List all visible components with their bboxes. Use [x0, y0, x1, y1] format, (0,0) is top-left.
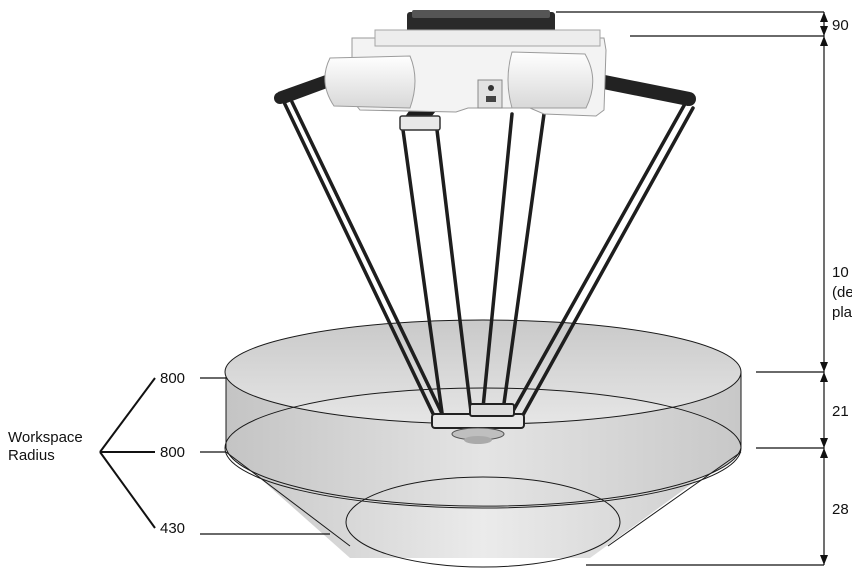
workspace-middle-ellipse [224, 387, 742, 509]
dimension-middle-line3: pla [832, 304, 852, 321]
robot-rods [280, 96, 695, 426]
dimension-bottom: 28 [832, 501, 849, 518]
robot-base [324, 10, 607, 117]
radius-label-top: 800 [160, 370, 185, 387]
dimension-middle-line1: 10 [832, 264, 849, 281]
radius-label-bottom: 430 [160, 520, 185, 537]
dimension-middle-line2: (de [832, 284, 852, 301]
workspace-radius-annotation: Workspace Radius 800 800 430 [8, 370, 330, 537]
workspace-cone-left-edge [225, 451, 351, 547]
workspace-bottom-ellipse [345, 476, 621, 568]
right-motor-cover [507, 51, 594, 109]
dimension-labels: 90 10 (de pla 21 28 [832, 17, 852, 518]
dimension-lower: 21 [832, 403, 849, 420]
dimension-top: 90 [832, 17, 849, 34]
delta-robot [274, 10, 696, 444]
radius-label-middle: 800 [160, 444, 185, 461]
right-upper-arm [598, 74, 690, 106]
workspace-label-line2: Radius [8, 447, 55, 464]
workspace-cone-right-edge [607, 451, 742, 547]
workspace-label-line1: Workspace [8, 429, 83, 446]
left-motor-cover [324, 55, 416, 109]
left-upper-arm [278, 72, 338, 104]
vertical-dimensions [556, 11, 828, 566]
robot-end-effector [431, 403, 525, 444]
